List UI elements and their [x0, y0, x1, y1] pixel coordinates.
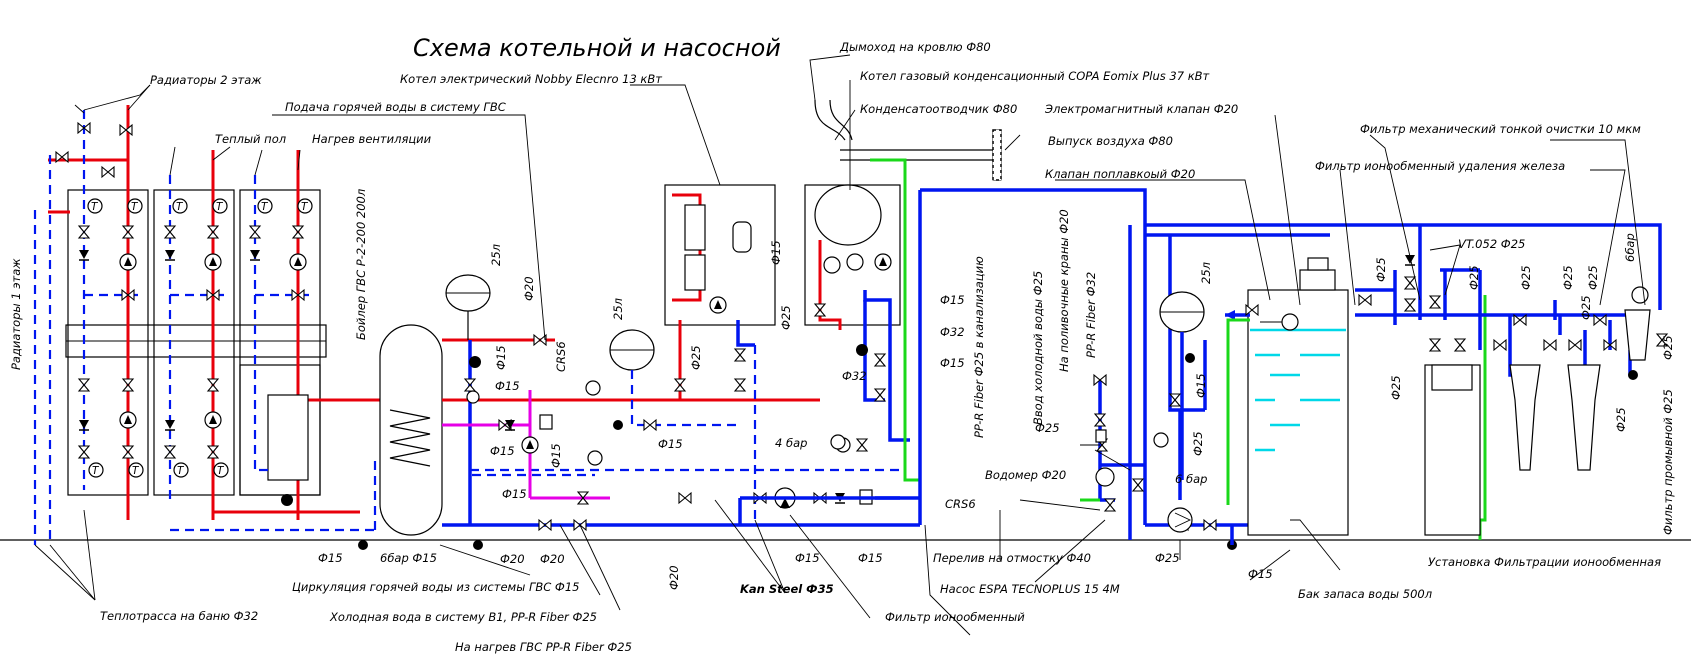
label-vessel-middle: 25л: [611, 297, 625, 320]
label-f25: Ф25: [1467, 265, 1481, 290]
label-dhw-boiler: Бойлер ГВС Р-2-200 200л: [354, 188, 368, 340]
label-air-vent: Выпуск воздуха Ф80: [1048, 134, 1173, 148]
label-condensate-trap: Конденсатоотводчик Ф80: [860, 102, 1017, 116]
thermometer-symbol: T: [301, 201, 309, 213]
label-f25: Ф25: [1561, 265, 1575, 290]
thermometer-symbol: T: [177, 465, 185, 477]
label-electric-boiler: Котел электрический Nobby Elecnro 13 кВт: [400, 72, 662, 86]
label-f32: Ф32: [940, 325, 965, 339]
label-f25: Ф25: [1586, 265, 1600, 290]
label-ppr32: PP-R Fiber Ф32: [1084, 272, 1098, 358]
label-f15: Ф15: [549, 443, 563, 468]
label-f15: Ф15: [490, 444, 515, 458]
label-water-tank: Бак запаса воды 500л: [1298, 587, 1433, 601]
label-radiators-2nd-floor: Радиаторы 2 этаж: [150, 73, 262, 87]
label-6bar: 6 бар: [1175, 472, 1207, 486]
label-f25: Ф25: [1191, 431, 1205, 456]
label-f15: Ф15: [1194, 373, 1208, 398]
thermometer-symbol: T: [176, 201, 184, 213]
label-f20: Ф20: [667, 565, 681, 590]
thermometer-symbol: T: [92, 465, 100, 477]
label-f15: Ф15: [940, 356, 965, 370]
label-vessel-left: 25л: [489, 243, 503, 266]
label-vessel-right: 25л: [1199, 261, 1213, 284]
label-f32: Ф32: [842, 369, 867, 383]
label-6bar-right: 6бар: [1623, 233, 1637, 262]
label-overflow: Перелив на отмостку Ф40: [933, 551, 1091, 565]
label-f25: Ф25: [1614, 407, 1628, 432]
label-crs6-right: CRS6: [945, 497, 976, 511]
label-f25: Ф25: [1519, 265, 1533, 290]
label-dhw-supply: Подача горячей воды в систему ГВС: [285, 100, 506, 114]
thermometer-symbol: T: [132, 465, 140, 477]
gas-boiler: [804, 99, 1147, 525]
leader-lines: [34, 54, 1646, 636]
label-f25: Ф25: [1579, 295, 1593, 320]
label-gas-boiler: Котел газовый конденсационный COPA Eomix…: [860, 69, 1210, 83]
label-filtration-unit: Установка Фильтрации ионообменная: [1428, 555, 1661, 569]
label-flush-filter: Фильтр промывной Ф25: [1661, 389, 1675, 535]
label-f20: Ф20: [500, 552, 525, 566]
label-f15: Ф15: [494, 345, 508, 370]
label-f25: Ф25: [1374, 257, 1388, 282]
label-float-valve: Клапан поплавкоый Ф20: [1045, 167, 1195, 181]
label-chimney: Дымоход на кровлю Ф80: [839, 40, 991, 54]
label-f25: Ф25: [1389, 375, 1403, 400]
thermometer-symbol: T: [217, 465, 225, 477]
label-vt052: VT.052 Ф25: [1458, 237, 1525, 251]
label-f25: Ф25: [689, 345, 703, 370]
label-f15: Ф15: [495, 379, 520, 393]
label-f25: Ф25: [1035, 421, 1060, 435]
thermometer-symbol: T: [261, 201, 269, 213]
label-radiators-1st-floor: Радиаторы 1 этаж: [9, 258, 23, 370]
label-f15: Ф15: [502, 487, 527, 501]
label-f20: Ф20: [522, 276, 536, 301]
label-warm-floor: Теплый пол: [215, 132, 287, 146]
expansion-vessel-middle: [609, 329, 742, 431]
labels: Радиаторы 2 этаж Радиаторы 1 этаж Теплый…: [9, 40, 1675, 654]
label-fine-filter: Фильтр механический тонкой очистки 10 мк…: [1360, 122, 1641, 136]
label-f15: Ф15: [318, 551, 343, 565]
label-f15: Ф15: [1248, 567, 1273, 581]
label-cold-water-b1: Холодная вода в систему В1, PP-R Fiber Ф…: [329, 610, 597, 624]
label-sewer-drain: PP-R Fiber Ф25 в канализацию: [972, 256, 986, 438]
label-f15: Ф15: [940, 293, 965, 307]
label-f25: Ф25: [1155, 551, 1180, 565]
thermometer-symbol: T: [131, 201, 139, 213]
label-dhw-heating: На нагрев ГВС PP-R Fiber Ф25: [455, 640, 632, 654]
water-supply-system: [1080, 223, 1668, 550]
label-heat-trace: Теплотрасса на баню Ф32: [100, 609, 258, 623]
thermometer-labels: T T T T T T T T T T: [91, 201, 309, 477]
label-water-meter: Водомер Ф20: [985, 468, 1066, 482]
electric-boiler: [664, 184, 776, 525]
label-cold-water-input: Ввод холодной воды Ф25: [1031, 271, 1045, 425]
label-irrigation-taps: На поливочные краны Ф20: [1057, 209, 1071, 372]
pressure-gauges: [466, 390, 1169, 450]
label-iron-filter: Фильтр ионообменный удаления железа: [1315, 159, 1565, 173]
thermometer-symbol: T: [91, 201, 99, 213]
label-crs6-left: CRS6: [554, 341, 568, 372]
heating-manifolds: [33, 105, 380, 545]
label-6bar-f15: 6бар Ф15: [380, 551, 437, 565]
label-f25: Ф25: [1661, 335, 1675, 360]
diagram-title: Схема котельной и насосной: [413, 34, 781, 62]
label-kan-steel: Kan Steel Ф35: [740, 582, 834, 596]
cold-water-line: [678, 487, 920, 525]
label-dhw-circulation: Циркуляция горячей воды из системы ГВС Ф…: [292, 580, 579, 594]
label-ion-filter: Фильтр ионообменный: [885, 610, 1025, 624]
label-f15: Ф15: [658, 437, 683, 451]
label-f15: Ф15: [769, 240, 783, 265]
label-f15: Ф15: [795, 551, 820, 565]
label-f25: Ф25: [779, 305, 793, 330]
label-ventilation-heating: Нагрев вентиляции: [312, 132, 432, 146]
label-pump: Насос ESPA TECNOPLUS 15 4M: [940, 582, 1120, 596]
label-solenoid-valve: Электромагнитный клапан Ф20: [1044, 102, 1238, 116]
label-f20: Ф20: [540, 552, 565, 566]
thermometer-symbol: T: [216, 201, 224, 213]
label-4bar: 4 бар: [775, 436, 807, 450]
label-f15: Ф15: [858, 551, 883, 565]
